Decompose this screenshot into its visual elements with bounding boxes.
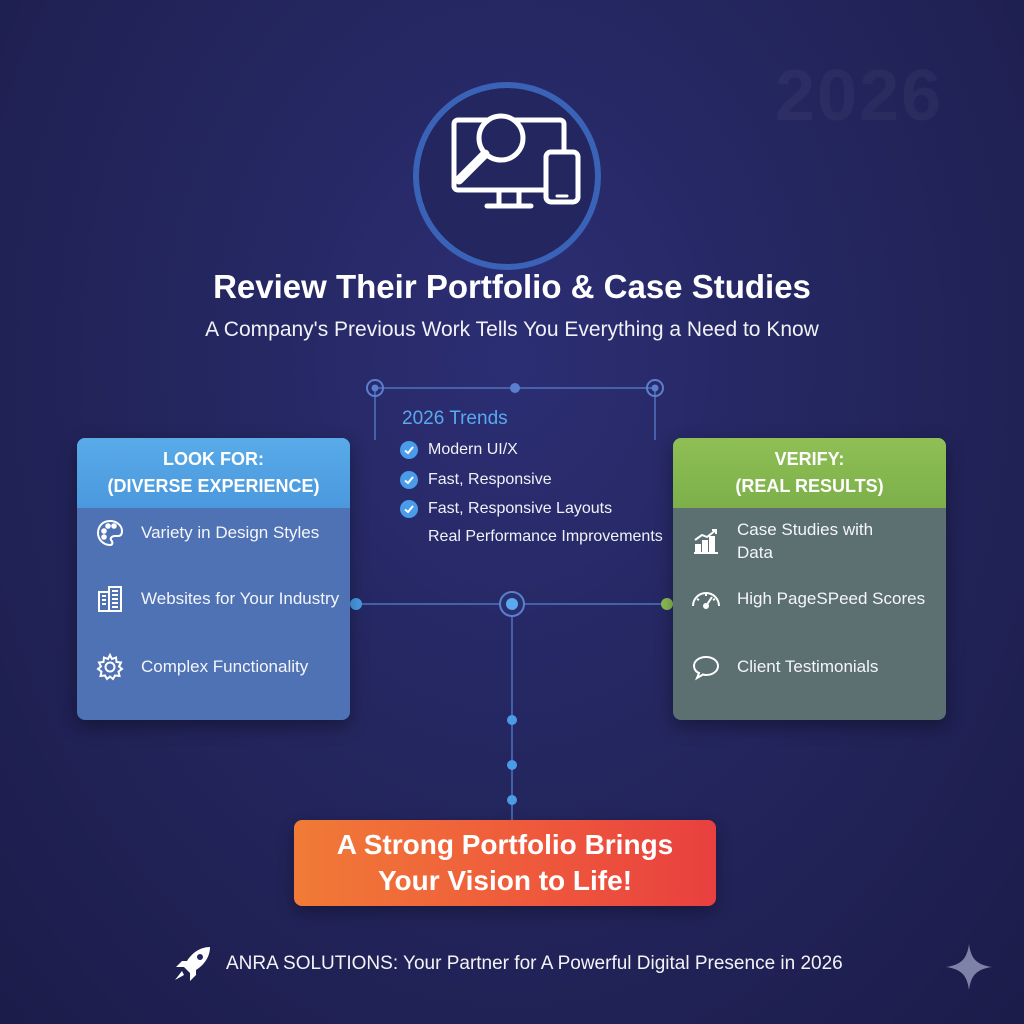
check-icon [400, 500, 418, 518]
node [507, 760, 517, 770]
trend-label: Modern UI/X [428, 441, 518, 458]
card-title: LOOK FOR: [163, 449, 264, 469]
connector-nodes [350, 379, 673, 805]
trend-label: Fast, Responsive [428, 471, 552, 488]
list-item: Variety in Design Styles [93, 516, 319, 550]
gear-icon [93, 650, 127, 684]
list-item: Case Studies with Data [689, 518, 909, 564]
year-watermark: 2026 [775, 55, 943, 137]
node [507, 795, 517, 805]
card-title: VERIFY: [774, 449, 845, 469]
cta-banner[interactable]: A Strong Portfolio Brings Your Vision to… [294, 820, 716, 906]
bar-chart-icon [689, 524, 723, 558]
node [646, 379, 664, 397]
node [506, 598, 518, 610]
trend-item: Modern UI/X [400, 441, 518, 459]
page-subtitle: A Company's Previous Work Tells You Ever… [205, 318, 819, 341]
hero-circle [413, 82, 601, 270]
trend-label: Real Performance Improvements [428, 528, 663, 545]
chat-bubble-icon [689, 650, 723, 684]
node [366, 379, 384, 397]
card-header: LOOK FOR: (DIVERSE EXPERIENCE) [77, 438, 350, 508]
check-icon [400, 471, 418, 489]
item-label: Client Testimonials [737, 657, 879, 676]
list-item: High PageSPeed Scores [689, 582, 925, 616]
search-monitor-phone-icon [451, 113, 581, 209]
rocket-icon [172, 945, 214, 983]
item-label: Case Studies with Data [737, 520, 874, 562]
node [651, 384, 659, 392]
page-title: Review Their Portfolio & Case Studies [213, 268, 811, 305]
palette-icon [93, 516, 127, 550]
node [507, 715, 517, 725]
item-label: High PageSPeed Scores [737, 589, 926, 608]
sparkle-icon [946, 944, 992, 990]
list-item: Complex Functionality [93, 650, 308, 684]
look-for-card: LOOK FOR: (DIVERSE EXPERIENCE) Variety i… [77, 438, 350, 720]
cta-line-2: Your Vision to Life! [377, 865, 633, 896]
node [661, 598, 673, 610]
footer-text: ANRA SOLUTIONS: Your Partner for A Power… [226, 953, 843, 974]
list-item: Client Testimonials [689, 650, 878, 684]
list-item: Websites for Your Industry [93, 582, 339, 616]
card-subtitle: (REAL RESULTS) [735, 476, 884, 496]
card-subtitle: (DIVERSE EXPERIENCE) [107, 476, 320, 496]
item-label: Complex Functionality [141, 657, 309, 676]
node [510, 383, 520, 393]
cta-line-1: A Strong Portfolio Brings [336, 829, 674, 860]
trend-item: Real Performance Improvements [428, 528, 663, 546]
card-header: VERIFY: (REAL RESULTS) [673, 438, 946, 508]
verify-card: VERIFY: (REAL RESULTS) Case Studies with… [673, 438, 946, 720]
item-label: Websites for Your Industry [141, 589, 340, 608]
item-label: Variety in Design Styles [141, 523, 320, 542]
footer: ANRA SOLUTIONS: Your Partner for A Power… [172, 945, 843, 983]
trend-item: Fast, Responsive Layouts [400, 500, 612, 518]
check-icon [400, 441, 418, 459]
node [371, 384, 379, 392]
trend-label: Fast, Responsive Layouts [428, 500, 613, 517]
trend-item: Fast, Responsive [400, 471, 552, 489]
building-icon [93, 582, 127, 616]
trends-title: 2026 Trends [402, 408, 508, 429]
speedometer-icon [689, 582, 723, 616]
node [350, 598, 362, 610]
